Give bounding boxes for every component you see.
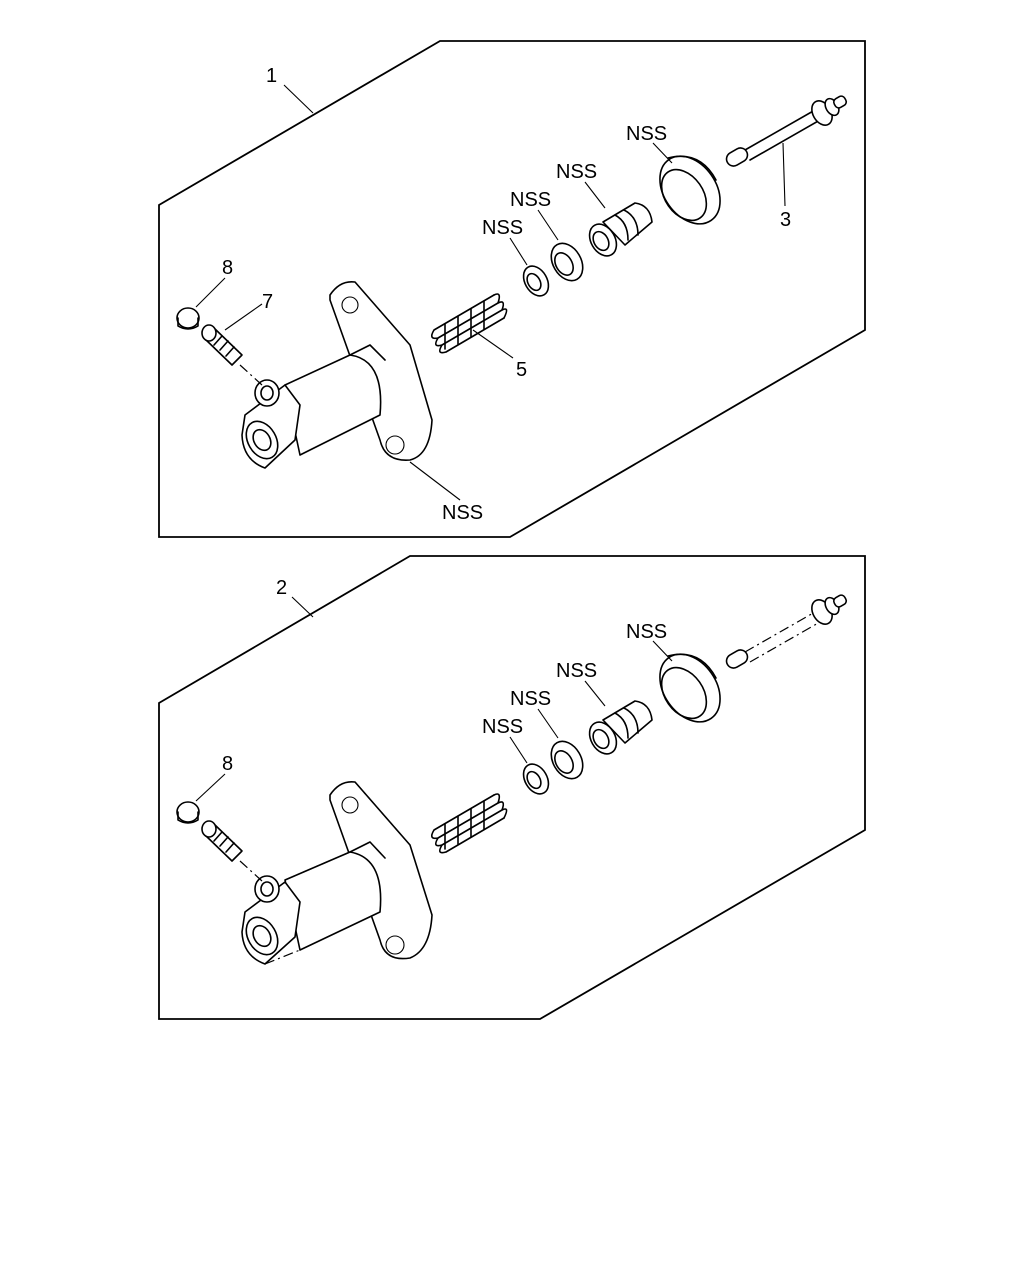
dust-boot: [659, 155, 721, 225]
return-spring: [430, 293, 508, 354]
bleeder-cap: [176, 307, 200, 330]
cylinder-body: [241, 280, 433, 469]
piston: [588, 700, 653, 755]
bleeder-cap-label: 8: [222, 753, 233, 775]
boot-label: NSS: [626, 123, 667, 145]
ring-label: NSS: [482, 716, 523, 738]
panel-1-callout: 1: [266, 65, 277, 87]
cup-label: NSS: [510, 189, 551, 211]
seal-ring: [522, 265, 550, 297]
dust-boot: [659, 653, 721, 723]
pushrod: [725, 95, 848, 167]
bleeder-screw-label: 7: [262, 291, 273, 313]
piston: [588, 202, 653, 257]
piston-cup: [550, 242, 584, 282]
panel-2-border: [158, 555, 866, 1020]
piston-label: NSS: [556, 660, 597, 682]
spring-label: 5: [516, 359, 527, 381]
pushrod-label: 3: [780, 209, 791, 231]
panel-2-callout: 2: [276, 577, 287, 599]
body-label: NSS: [442, 502, 483, 524]
piston-cup: [550, 740, 584, 780]
bleeder-screw: [201, 324, 263, 386]
return-spring: [430, 793, 508, 854]
seal-ring: [522, 763, 550, 795]
piston-label: NSS: [556, 161, 597, 183]
cup-label: NSS: [510, 688, 551, 710]
boot-label: NSS: [626, 621, 667, 643]
pushrod-outline: [725, 594, 848, 669]
cylinder-body-outline: [241, 780, 433, 965]
assembly-panel-1: 1 3 NSS NSS: [158, 40, 866, 538]
ring-label: NSS: [482, 217, 523, 239]
assembly-panel-2: 2 NSS NSS: [158, 555, 866, 1020]
bleeder-screw: [201, 820, 263, 882]
bleeder-cap: [176, 801, 200, 824]
bleeder-cap-label: 8: [222, 257, 233, 279]
panel-1-border: [158, 40, 866, 538]
